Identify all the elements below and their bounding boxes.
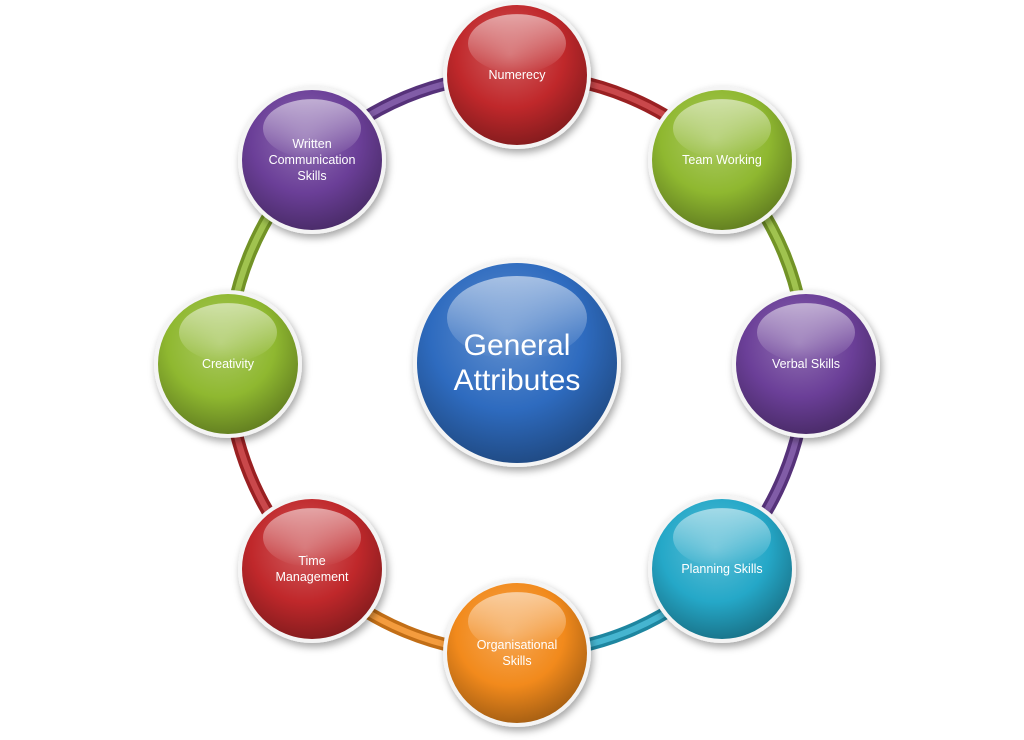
node-verbal-skills[interactable]: Verbal Skills	[732, 290, 880, 438]
node-written-comm-label-line: Written	[292, 137, 331, 151]
node-written-comm-gloss	[263, 99, 361, 158]
node-creativity-gloss	[179, 303, 277, 362]
node-planning-skills-gloss	[673, 508, 771, 567]
center-general-attributes-label-line: Attributes	[454, 364, 581, 397]
node-organisational-label-line: Skills	[502, 654, 531, 668]
node-written-comm-label-line: Communication	[269, 153, 356, 167]
node-creativity[interactable]: Creativity	[154, 290, 302, 438]
node-numerecy-gloss	[468, 14, 566, 73]
node-organisational-label-line: Organisational	[477, 638, 558, 652]
center-general-attributes-gloss	[447, 276, 587, 360]
node-time-management-label-line: Management	[276, 570, 349, 584]
node-numerecy-label-line: Numerecy	[489, 68, 547, 82]
node-verbal-skills-gloss	[757, 303, 855, 362]
node-planning-skills[interactable]: Planning Skills	[648, 495, 796, 643]
node-time-management-gloss	[263, 508, 361, 567]
center-general-attributes-label-line: General	[464, 329, 571, 362]
node-planning-skills-label-line: Planning Skills	[681, 562, 762, 576]
node-written-comm-label-line: Skills	[297, 169, 326, 183]
node-team-working-gloss	[673, 99, 771, 158]
node-time-management-label-line: Time	[298, 554, 325, 568]
node-verbal-skills-label-line: Verbal Skills	[772, 357, 840, 371]
node-numerecy[interactable]: Numerecy	[443, 1, 591, 149]
node-team-working[interactable]: Team Working	[648, 86, 796, 234]
node-organisational-gloss	[468, 592, 566, 651]
node-team-working-label-line: Team Working	[682, 153, 762, 167]
node-creativity-label-line: Creativity	[202, 357, 255, 371]
